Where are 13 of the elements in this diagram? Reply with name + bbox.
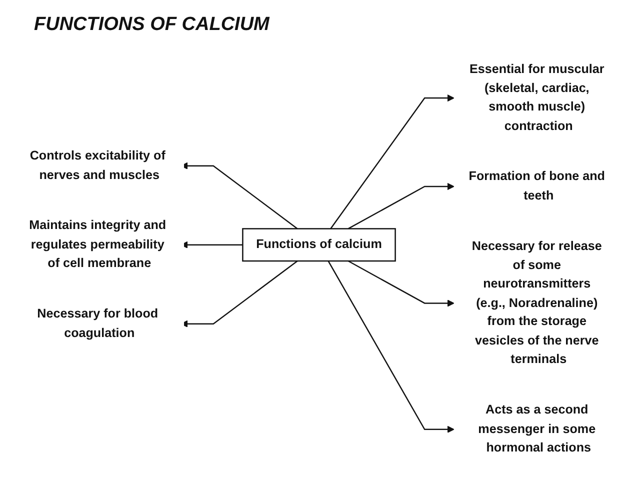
arrow — [348, 182, 454, 230]
arrow — [348, 260, 454, 307]
arrow — [330, 94, 454, 230]
node-text: Necessary for release of some neurotransmitters (e.g., Noradrenaline) from the storage vesicles of the nerve terminals — [472, 238, 602, 366]
node-text: Necessary for blood coagulation — [37, 306, 158, 340]
node-text: Controls excitability of nerves and muscles — [30, 148, 166, 182]
node-text: Acts as a second messenger in some hormonal actions — [478, 402, 596, 455]
title: FUNCTIONS OF CALCIUM — [34, 14, 270, 36]
node-text: Formation of bone and teeth — [468, 169, 605, 202]
arrow — [328, 260, 454, 434]
node-text: Essential for muscular (skeletal, cardiac, smooth muscle) contraction — [469, 62, 604, 133]
node-text: Maintains integrity and regulates permeability of cell membrane — [29, 218, 166, 270]
node-box: Functions of calcium — [242, 228, 396, 262]
